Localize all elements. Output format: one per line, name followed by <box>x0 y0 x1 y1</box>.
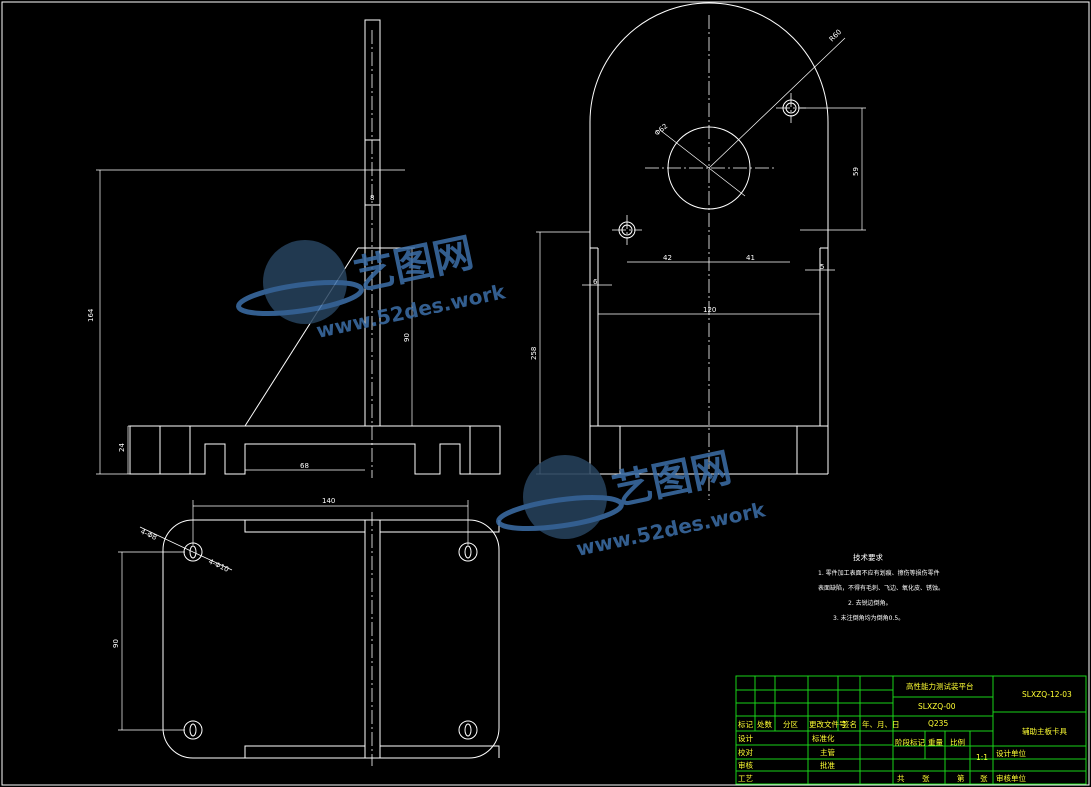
tb-label-date: 年、月、日 <box>862 719 900 729</box>
dim-side-slot-height: 90 <box>403 333 411 342</box>
tb-review: 审核 <box>738 760 753 770</box>
dim-front-hole-height: 59 <box>852 167 860 176</box>
dim-front-right: 41 <box>746 254 755 262</box>
watermark-2: 艺图网 www.52des.work <box>496 445 768 561</box>
dim-front-edge-left: 6 <box>593 278 598 286</box>
dim-front-radius: R60 <box>828 28 843 43</box>
notes-title: 技术要求 <box>853 552 883 562</box>
dim-front-left: 42 <box>663 254 672 262</box>
tb-check: 校对 <box>738 747 753 757</box>
watermark-brand-2: 艺图网 <box>609 445 736 515</box>
tb-label-sign: 签名 <box>842 719 857 729</box>
tb-label-count: 处数 <box>757 719 772 729</box>
title-block: 高性能力测试装平台 SLXZQ-00 SLXZQ-12-03 辅助主板卡具 Q2… <box>735 675 1087 785</box>
tb-weight: 重量 <box>928 738 943 747</box>
top-view: 140 90 4-Φ8 4-Φ10 <box>112 497 500 766</box>
tb-label-mark: 标记 <box>738 719 753 729</box>
top-outline <box>162 519 500 759</box>
tb-supervisor: 主管 <box>820 747 835 757</box>
dim-side-base: 24 <box>118 443 126 452</box>
tb-label-zone: 分区 <box>783 720 798 729</box>
notes-line-4: 3. 未注倒角均为倒角0.5。 <box>833 614 904 622</box>
side-view: 164 24 68 90 8 <box>87 19 501 478</box>
side-vertical-plate <box>364 19 381 427</box>
tb-page: 第 <box>957 773 965 783</box>
tb-standardize: 标准化 <box>812 733 835 743</box>
technical-notes: 技术要求 1. 零件加工表面不应有划痕、擦伤等损伤零件 表面缺陷，不得有毛刺、飞… <box>818 552 944 622</box>
dim-top-width: 140 <box>322 497 335 505</box>
tb-drawing-code: SLXZQ-12-03 <box>1022 690 1072 699</box>
tb-scale-label: 比例 <box>950 737 965 747</box>
dim-front-edge-right: 5 <box>820 263 824 271</box>
tb-material: Q235 <box>928 719 948 728</box>
dim-top-holes-a: 4-Φ8 <box>139 528 158 542</box>
tb-stage: 阶段标记 <box>895 737 925 747</box>
front-outline <box>589 2 829 474</box>
tb-craft: 工艺 <box>738 774 753 783</box>
tb-sheet2: 张 <box>980 774 988 783</box>
tb-approve: 批准 <box>820 760 835 770</box>
tb-sheet: 张 <box>922 774 930 783</box>
dim-side-slot: 68 <box>300 462 309 470</box>
tb-label-change: 更改文件号 <box>809 719 847 729</box>
front-view: R60 Φ62 59 42 41 6 5 120 258 <box>530 2 866 500</box>
dim-top-height: 90 <box>112 639 120 648</box>
dim-front-width: 120 <box>703 306 716 314</box>
dim-side-plate: 8 <box>370 194 374 202</box>
tb-project: 高性能力测试装平台 <box>906 681 974 691</box>
dim-front-height: 258 <box>530 347 538 360</box>
side-base <box>129 425 501 475</box>
tb-scale: 1:1 <box>976 753 988 762</box>
tb-part-name: 辅助主板卡具 <box>1022 726 1067 736</box>
tb-total: 共 <box>897 774 905 783</box>
notes-line-1: 1. 零件加工表面不应有划痕、擦伤等损伤零件 <box>818 569 940 577</box>
tb-assembly-code: SLXZQ-00 <box>918 702 956 711</box>
tb-design-unit: 设计单位 <box>996 748 1026 758</box>
dim-side-height: 164 <box>87 308 95 322</box>
notes-line-3: 2. 去锐边倒角。 <box>848 599 892 607</box>
tb-approve-unit: 审核单位 <box>996 773 1026 783</box>
tb-design: 设计 <box>738 733 753 743</box>
notes-line-2: 表面缺陷，不得有毛刺、飞边、氧化皮、锈蚀。 <box>818 584 944 592</box>
dim-top-holes-b: 4-Φ10 <box>207 558 230 574</box>
